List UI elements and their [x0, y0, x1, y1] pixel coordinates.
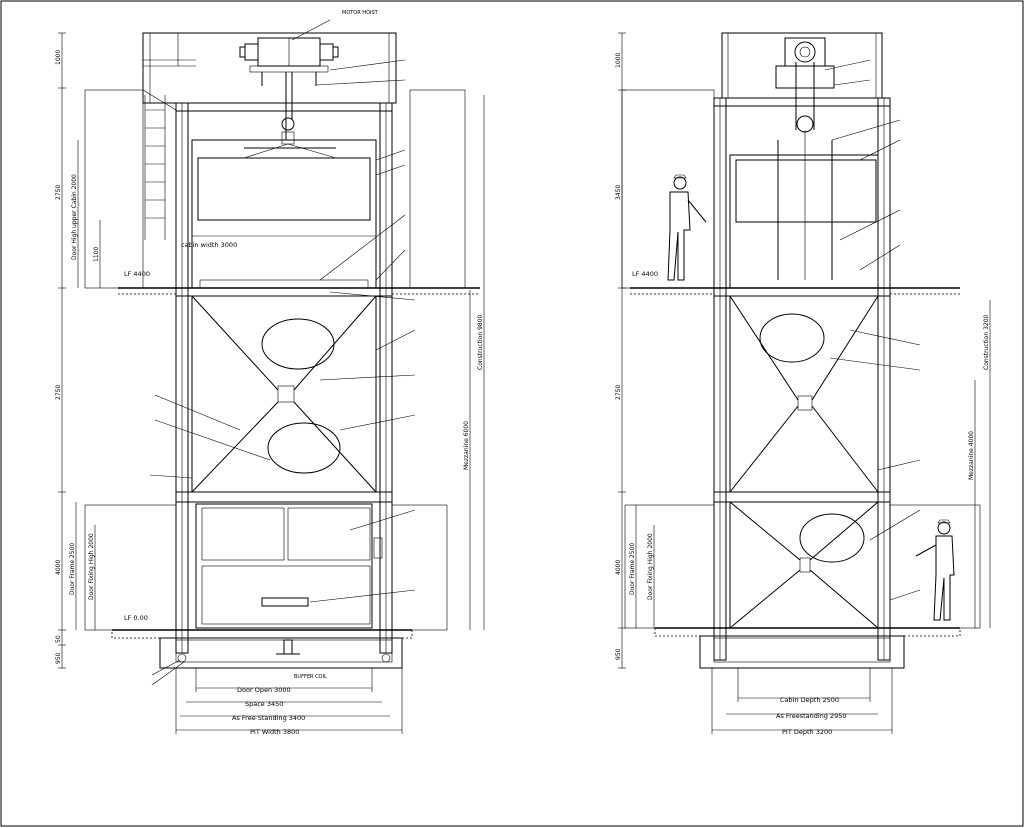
side-hatch-cloud-2 — [799, 513, 865, 563]
front-base-dim: 950 — [55, 652, 62, 664]
front-upper-dim: 2750 — [55, 185, 62, 200]
pit-depth-dim: PIT Depth 3200 — [782, 728, 832, 736]
side-base-dim: 950 — [615, 648, 622, 660]
side-construction-dim: Construction 3200 — [983, 314, 990, 370]
side-door-fixing-dim: Door Fixing High 2000 — [647, 533, 654, 600]
pit — [159, 637, 403, 669]
cabin-depth-dim: Cabin Depth 2500 — [780, 696, 839, 704]
front-door-fixing-dim: Door Fixing High 2000 — [88, 533, 95, 600]
motor-label: MOTOR HOIST — [342, 10, 379, 16]
person-figure-lower-icon — [915, 519, 955, 621]
front-lower-dim: 4000 — [55, 560, 62, 575]
side-upper-level-label: LF 4400 — [632, 270, 658, 278]
buffer-label: BUFFER COIL — [294, 674, 327, 680]
side-top-dim: 1000 — [615, 53, 622, 68]
lower-level-label: LF 0.00 — [124, 614, 148, 622]
front-pit-dim: 50 — [55, 635, 62, 643]
lower-door — [195, 503, 373, 629]
side-elevation: LF 4400 Cabin Depth 2500 As Freestanding… — [615, 32, 991, 736]
side-door-frame-dim: Door Frame 2500 — [629, 543, 636, 595]
side-hoist-icon — [775, 37, 835, 133]
side-upper-dim: 3450 — [615, 185, 622, 200]
free-standing-dim: As Free Standing 3400 — [232, 714, 305, 722]
side-free-standing-dim: As Freestanding 2950 — [776, 712, 847, 720]
front-middle-dim: 2750 — [55, 385, 62, 400]
front-mezzanine-dim: Mezzanine 6000 — [463, 421, 470, 470]
front-door-high-dim: Door High upper Cabin 2000 — [71, 174, 78, 260]
front-top-dim: 1000 — [55, 50, 62, 65]
front-construction-dim: Construction 9800 — [477, 314, 484, 370]
motor-hoist-icon — [239, 37, 339, 86]
cabin-width-label: cabin width 3000 — [181, 241, 237, 249]
side-mezzanine-dim: Mezzanine 4000 — [968, 431, 975, 480]
side-lower-dim: 4000 — [615, 560, 622, 575]
front-door-frame-dim: Door Frame 2500 — [69, 543, 76, 595]
hatch-cloud-1 — [261, 318, 335, 370]
space-dim: Space 3450 — [245, 700, 283, 708]
hatch-cloud-2 — [267, 422, 341, 474]
person-figure-upper-icon — [667, 174, 707, 281]
front-elevation: cabin width 3000 MOTOR HOIST BUFFER COIL… — [55, 10, 485, 736]
side-hatch-cloud-1 — [759, 313, 825, 363]
ladder — [142, 89, 177, 240]
side-middle-dim: 2750 — [615, 385, 622, 400]
upper-cabin-mesh — [197, 157, 371, 221]
upper-level-label: LF 4400 — [124, 270, 150, 278]
door-open-dim: Door Open 3000 — [237, 686, 291, 694]
front-1100-dim: 1100 — [93, 247, 100, 262]
pit-width-dim: PIT Width 3800 — [250, 728, 299, 736]
upper-cabin — [191, 139, 377, 289]
